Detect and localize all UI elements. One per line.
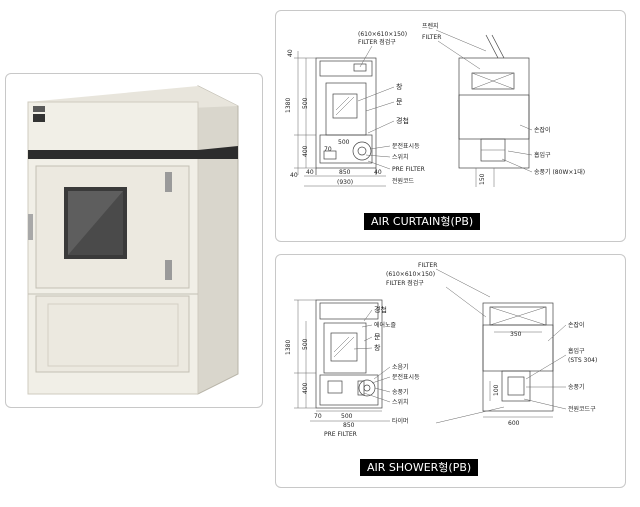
shower-label-filter-inspection: FILTER 점검구 — [386, 280, 424, 287]
control-display — [33, 114, 45, 122]
shower-label-filter-size: (610×610×150) — [386, 271, 435, 278]
curtain-dim-500: 500 — [302, 97, 309, 109]
hinge-bottom — [165, 260, 172, 280]
shower-label-mirror: 경첩 — [374, 305, 387, 314]
door-handle — [28, 214, 33, 240]
curtain-label-switch: 스위치 — [392, 153, 409, 161]
curtain-label-door-indicator: 문전표시등 — [392, 142, 420, 150]
shower-label-filter: FILTER — [418, 262, 437, 269]
curtain-dim-1380: 1380 — [285, 98, 292, 113]
curtain-dim-930: (930) — [337, 179, 353, 186]
shower-label-power-cord: 전원코드구 — [568, 405, 596, 413]
shower-label-intake-material: (STS 304) — [568, 357, 597, 364]
curtain-dim-70: 70 — [324, 146, 332, 153]
control-indicator — [33, 106, 45, 112]
hinge-top — [165, 172, 172, 192]
curtain-label-frame: 프렌지 — [422, 22, 439, 30]
curtain-dim-40a: 40 — [287, 49, 294, 57]
cabinet-photo — [27, 85, 239, 395]
air-shower-drawing: 1380 500 400 70 500 850 경첩 에어노즐 문 창 소음기 … — [285, 262, 597, 438]
curtain-dim-40d: 40 — [374, 169, 382, 176]
shower-dim-600: 600 — [508, 420, 520, 427]
shower-label-door-indicator: 문전표시등 — [392, 373, 420, 381]
air-shower-panel: 1380 500 400 70 500 850 경첩 에어노즐 문 창 소음기 … — [275, 254, 626, 488]
curtain-label-intake: 흡입구 — [534, 151, 551, 159]
curtain-label-mirror: 경첩 — [396, 116, 409, 125]
lower-panel — [35, 295, 190, 373]
curtain-dim-500w: 500 — [338, 139, 350, 146]
shower-label-intake: 흡입구 — [568, 347, 585, 355]
curtain-dim-850: 850 — [339, 169, 351, 176]
curtain-dim-40b: 40 — [290, 172, 298, 179]
shower-label-timer: 타이머 — [392, 417, 409, 425]
curtain-label-window: 창 — [396, 83, 403, 91]
shower-dim-70: 70 — [314, 413, 322, 420]
shower-label-blower-right: 송풍기 — [568, 383, 585, 391]
curtain-label-filter-inspection: FILTER 점검구 — [358, 39, 396, 46]
shower-label-window: 창 — [374, 344, 381, 352]
shower-dim-350: 350 — [510, 331, 522, 338]
curtain-label-handle: 손잡이 — [534, 126, 551, 134]
shower-dim-500: 500 — [302, 338, 309, 350]
photo-panel — [5, 73, 263, 408]
curtain-label-door: 문 — [396, 98, 403, 106]
shower-label-air-nozzle: 에어노즐 — [374, 321, 397, 329]
curtain-label-pre-filter: PRE FILTER — [392, 166, 425, 173]
shower-label-switch: 스위치 — [392, 398, 409, 406]
shower-dim-1380: 1380 — [285, 340, 292, 355]
shower-label-blower: 송풍기 — [392, 388, 409, 396]
air-shower-caption: AIR SHOWER형(PB) — [360, 459, 479, 476]
air-curtain-drawing: 40 1380 500 400 40 70 500 40 850 (930) 4… — [285, 22, 585, 187]
shower-dim-850: 850 — [343, 422, 355, 429]
shower-label-silencer: 소음기 — [392, 363, 409, 371]
curtain-dim-150: 150 — [479, 173, 486, 185]
shower-dim-400: 400 — [302, 382, 309, 394]
shower-label-door: 문 — [374, 333, 381, 341]
air-curtain-panel: 40 1380 500 400 40 70 500 40 850 (930) 4… — [275, 10, 626, 242]
curtain-dim-400: 400 — [302, 145, 309, 157]
curtain-label-power-cord: 전원코드 — [392, 177, 415, 185]
air-curtain-caption: AIR CURTAIN형(PB) — [364, 213, 481, 230]
curtain-label-filter: FILTER — [422, 34, 441, 41]
curtain-label-filter-size: (610×610×150) — [358, 31, 407, 38]
curtain-label-blower: 송풍기 (80W×1대) — [534, 168, 585, 176]
shower-dim-100: 100 — [493, 384, 500, 396]
shower-label-pre-filter: PRE FILTER — [324, 431, 357, 438]
shower-dim-500w: 500 — [341, 413, 353, 420]
curtain-dim-40c: 40 — [306, 169, 314, 176]
shower-label-handle: 손잡이 — [568, 321, 585, 329]
